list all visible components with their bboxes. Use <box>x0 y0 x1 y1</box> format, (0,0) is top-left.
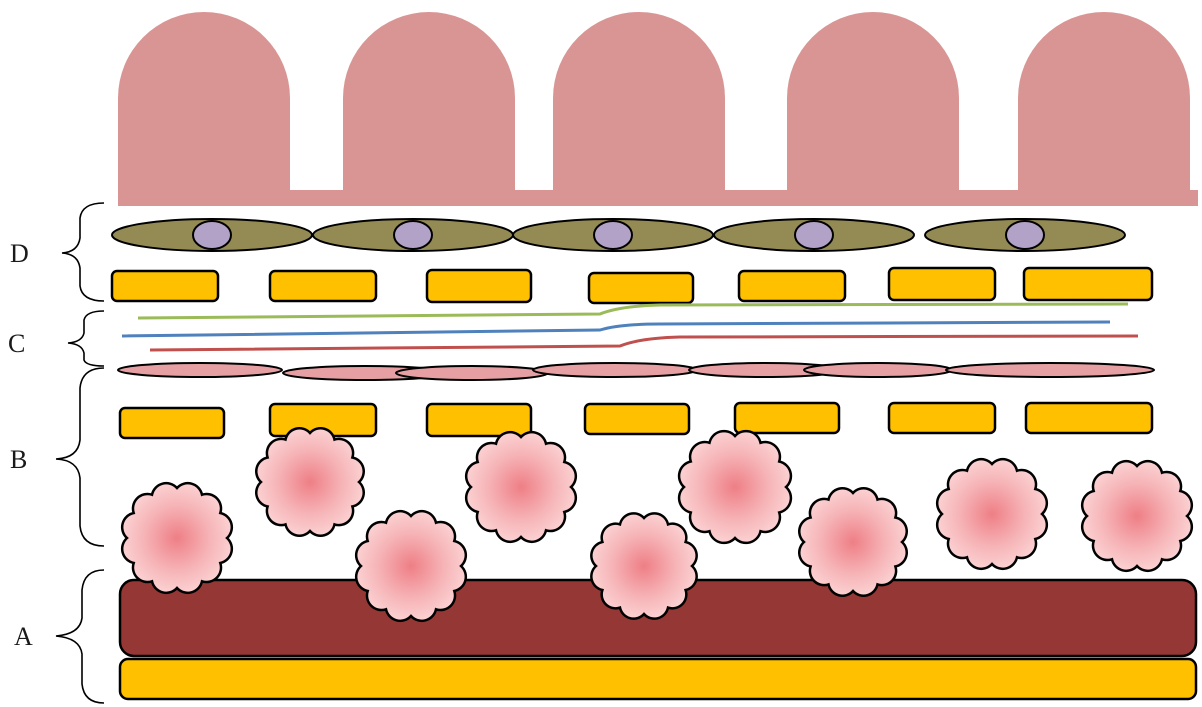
bracket-a <box>56 570 104 703</box>
round-cell <box>1082 461 1192 571</box>
round-cell <box>466 432 576 542</box>
nucleus <box>394 221 432 249</box>
blue-fiber-line <box>122 322 1110 336</box>
label-d: D <box>10 239 29 268</box>
flat-cell <box>533 363 697 377</box>
villus <box>553 12 725 206</box>
label-b: B <box>10 445 27 474</box>
spindle-cell <box>513 219 713 251</box>
bracket-c <box>68 311 104 366</box>
spindle-cell <box>112 219 312 251</box>
yellow-bar <box>589 273 693 303</box>
spindle-cell <box>313 219 513 251</box>
yellow-bar-row-b <box>120 403 1152 438</box>
yellow-bar <box>270 271 376 301</box>
yellow-bar <box>427 270 531 302</box>
yellow-bar <box>735 403 839 433</box>
villi-group <box>118 12 1190 206</box>
flat-cell <box>396 366 548 380</box>
yellow-bar <box>585 404 689 434</box>
flat-cell <box>946 363 1154 377</box>
round-cell <box>679 431 791 543</box>
villus <box>343 12 515 206</box>
yellow-bar <box>427 404 531 436</box>
round-cell <box>591 513 696 618</box>
nucleus <box>1006 221 1044 249</box>
round-cell <box>356 511 466 621</box>
yellow-bar <box>112 271 218 301</box>
yellow-bar <box>1026 403 1152 433</box>
yellow-band <box>120 659 1196 699</box>
bracket-b <box>56 368 104 546</box>
nucleus <box>795 221 833 249</box>
villus <box>787 12 959 206</box>
round-cell <box>799 488 906 595</box>
yellow-bar <box>1024 268 1152 300</box>
label-c: C <box>8 329 25 358</box>
yellow-bar-row-d <box>112 268 1152 303</box>
villus <box>118 12 290 206</box>
flat-cell <box>804 363 952 377</box>
spindle-cell <box>714 219 914 251</box>
villus <box>1018 12 1190 206</box>
spindle-cell-row <box>112 219 1125 251</box>
yellow-bar <box>120 408 224 438</box>
yellow-bar <box>889 403 995 433</box>
red-fiber-line <box>150 336 1138 350</box>
flat-cell <box>118 363 282 377</box>
green-fiber-line <box>138 304 1128 318</box>
round-cell <box>256 428 363 535</box>
label-a: A <box>14 622 33 651</box>
flat-pink-cell-row <box>118 363 1154 380</box>
villi-layer <box>118 12 1198 206</box>
yellow-bar <box>889 268 995 300</box>
nucleus <box>594 221 632 249</box>
bracket-d <box>62 203 104 301</box>
layer-brackets: D C B A <box>8 203 104 703</box>
spindle-cell <box>925 219 1125 251</box>
nucleus <box>193 221 231 249</box>
yellow-bar <box>739 271 845 301</box>
round-cell <box>937 459 1047 569</box>
round-cell <box>122 483 232 593</box>
fiber-layer-c <box>122 304 1138 350</box>
